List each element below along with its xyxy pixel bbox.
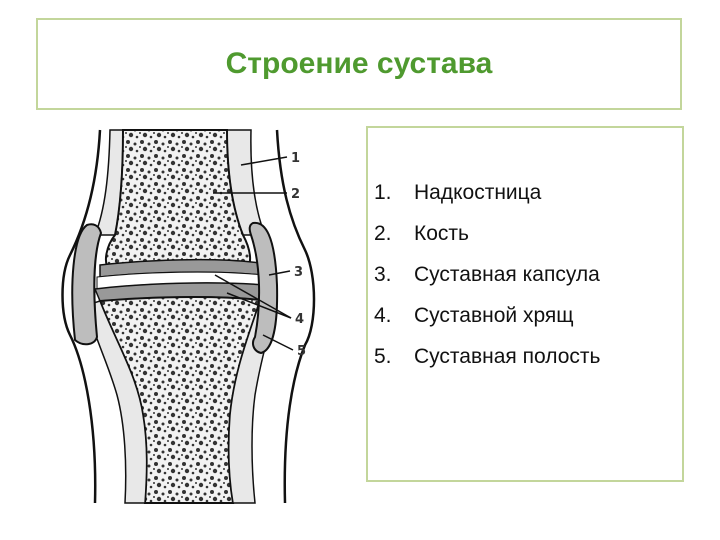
- legend-item-number: 5.: [374, 345, 392, 368]
- callout-number-2: 2: [291, 187, 300, 202]
- legend-item-number: 4.: [374, 304, 392, 327]
- legend-list: 1. Надкостница 2. Кость 3. Суставная капсул…: [374, 172, 600, 377]
- legend-item-number: 1.: [374, 181, 392, 204]
- upper-bone: [104, 129, 251, 275]
- legend-item: 1. Надкостница: [374, 172, 600, 213]
- legend-item-number: 2.: [374, 222, 392, 245]
- leader-line-4b: [226, 292, 292, 319]
- capsule-left: [71, 223, 103, 346]
- callout-number-3: 3: [294, 265, 303, 280]
- legend-item: 5. Суставная полость: [374, 336, 600, 377]
- periosteum-lower-right: [228, 298, 278, 504]
- outer-contour-left: [61, 129, 102, 504]
- legend-item-label: Суставной хрящ: [414, 304, 574, 327]
- leader-line-4a: [214, 274, 292, 319]
- legend-item: 4. Суставной хрящ: [374, 295, 600, 336]
- outer-contour-right: [275, 129, 316, 504]
- callout-number-4: 4: [295, 312, 304, 327]
- legend-item-label: Кость: [414, 222, 469, 245]
- periosteum-lower-left: [86, 300, 148, 504]
- legend-item: 2. Кость: [374, 213, 600, 254]
- legend-item-label: Суставная капсула: [414, 263, 600, 286]
- legend-item-number: 3.: [374, 263, 392, 286]
- capsule-right: [248, 221, 279, 355]
- leader-line-5: [262, 334, 294, 351]
- slide-title: Строение сустава: [225, 47, 493, 80]
- callout-number-5: 5: [297, 344, 306, 359]
- leader-line-3: [268, 270, 291, 276]
- joint-diagram: 1 2 3 4 5: [55, 125, 345, 505]
- legend-box: 1. Надкостница 2. Кость 3. Суставная капсул…: [366, 126, 684, 482]
- title-box: Строение сустава: [36, 18, 682, 110]
- joint-illustration: 1 2 3 4 5: [61, 129, 316, 504]
- legend-item-label: Суставная полость: [414, 345, 601, 368]
- legend-item-label: Надкостница: [414, 181, 542, 204]
- callout-number-1: 1: [291, 151, 300, 166]
- leader-line-1: [240, 156, 288, 166]
- legend-item: 3. Суставная капсула: [374, 254, 600, 295]
